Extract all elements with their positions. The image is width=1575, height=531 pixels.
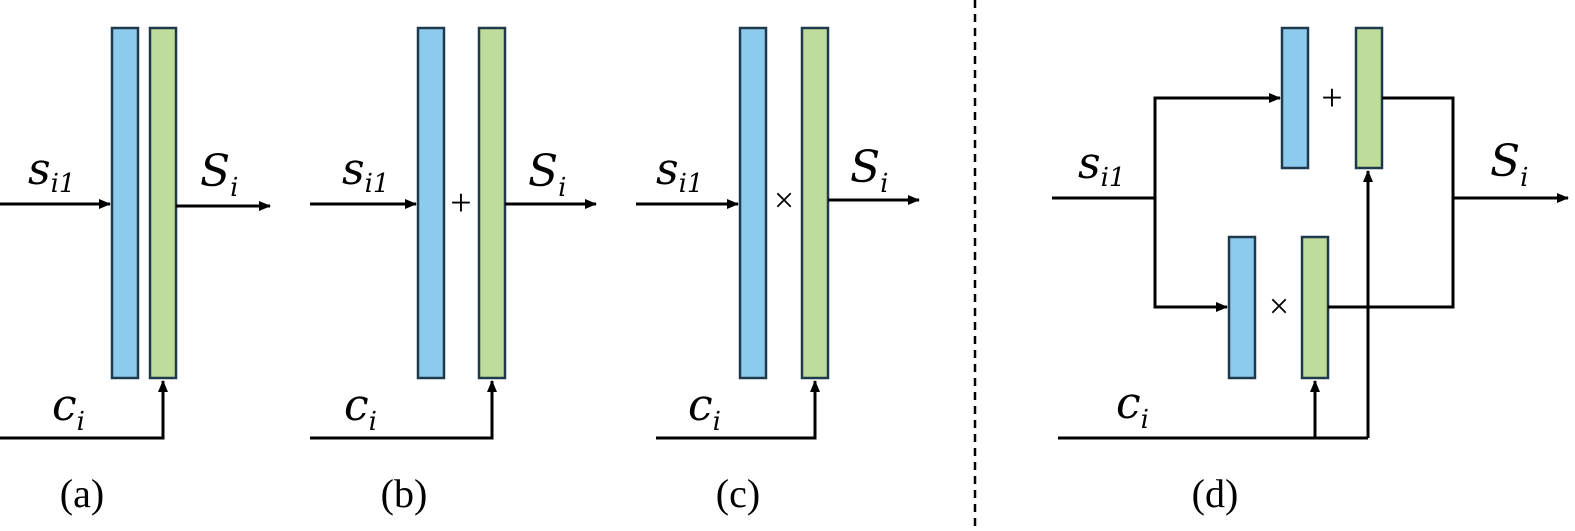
green-block (800, 26, 830, 380)
output-subscript: i (1520, 163, 1528, 193)
panel-caption: (a) (60, 471, 104, 516)
svg-text:Si: Si (200, 146, 238, 203)
condition-subscript: i (77, 407, 85, 437)
green-block (477, 26, 507, 380)
panel-caption: (d) (1192, 471, 1239, 516)
output-label: S (1490, 136, 1520, 187)
svg-text:si1: si1 (656, 144, 703, 199)
multiply-operator: × (774, 180, 794, 220)
input-label: s (1078, 138, 1101, 189)
svg-text:Si: Si (1490, 136, 1528, 193)
plus-operator: + (450, 182, 471, 224)
svg-text:Si: Si (850, 142, 888, 199)
output-subscript: i (880, 169, 888, 199)
panel-caption: (b) (381, 471, 428, 516)
multiply-operator: × (1269, 286, 1289, 326)
panel-caption: (c) (716, 471, 760, 516)
output-label: S (528, 146, 558, 197)
condition-label: c (344, 380, 369, 431)
input-label: s (28, 144, 51, 195)
condition-label: c (688, 380, 713, 431)
panel-b: + si1 Si ci (b) (310, 26, 597, 516)
output-label: S (850, 142, 880, 193)
input-label: s (656, 144, 679, 195)
input-subscript: i1 (1101, 163, 1126, 193)
condition-arrow (310, 380, 497, 440)
svg-text:si1: si1 (342, 144, 389, 199)
condition-label: c (52, 380, 77, 431)
output-merge-top (1328, 96, 1455, 309)
condition-arrow (656, 380, 820, 440)
panel-d: + × si1 Si ci (d) (1052, 26, 1569, 516)
panel-a: si1 Si ci (a) (0, 26, 271, 516)
blue-block (738, 26, 768, 380)
blue-block-bottom (1227, 235, 1257, 380)
input-subscript: i1 (51, 169, 76, 199)
output-subscript: i (230, 173, 238, 203)
blue-block-top (1280, 26, 1310, 170)
condition-label: c (1116, 378, 1141, 429)
svg-text:ci: ci (344, 380, 377, 437)
svg-text:Si: Si (528, 146, 566, 203)
condition-subscript: i (1141, 405, 1149, 435)
green-block (148, 26, 178, 380)
condition-subscript: i (713, 407, 721, 437)
green-block-top (1354, 26, 1384, 170)
panel-c: × si1 Si ci (c) (636, 26, 920, 516)
blue-block (110, 26, 140, 380)
svg-text:si1: si1 (28, 144, 75, 199)
input-subscript: i1 (679, 169, 704, 199)
plus-operator: + (1321, 77, 1342, 119)
green-block-bottom (1300, 235, 1330, 380)
output-subscript: i (558, 173, 566, 203)
svg-text:si1: si1 (1078, 138, 1125, 193)
output-label: S (200, 146, 230, 197)
condition-arrow (0, 380, 168, 440)
input-label: s (342, 144, 365, 195)
svg-text:ci: ci (52, 380, 85, 437)
input-subscript: i1 (365, 169, 390, 199)
svg-text:ci: ci (688, 380, 721, 437)
condition-subscript: i (369, 407, 377, 437)
input-branch-top (1153, 93, 1281, 198)
blue-block (416, 26, 446, 380)
svg-text:ci: ci (1116, 378, 1149, 435)
input-branch-bottom (1153, 198, 1228, 312)
